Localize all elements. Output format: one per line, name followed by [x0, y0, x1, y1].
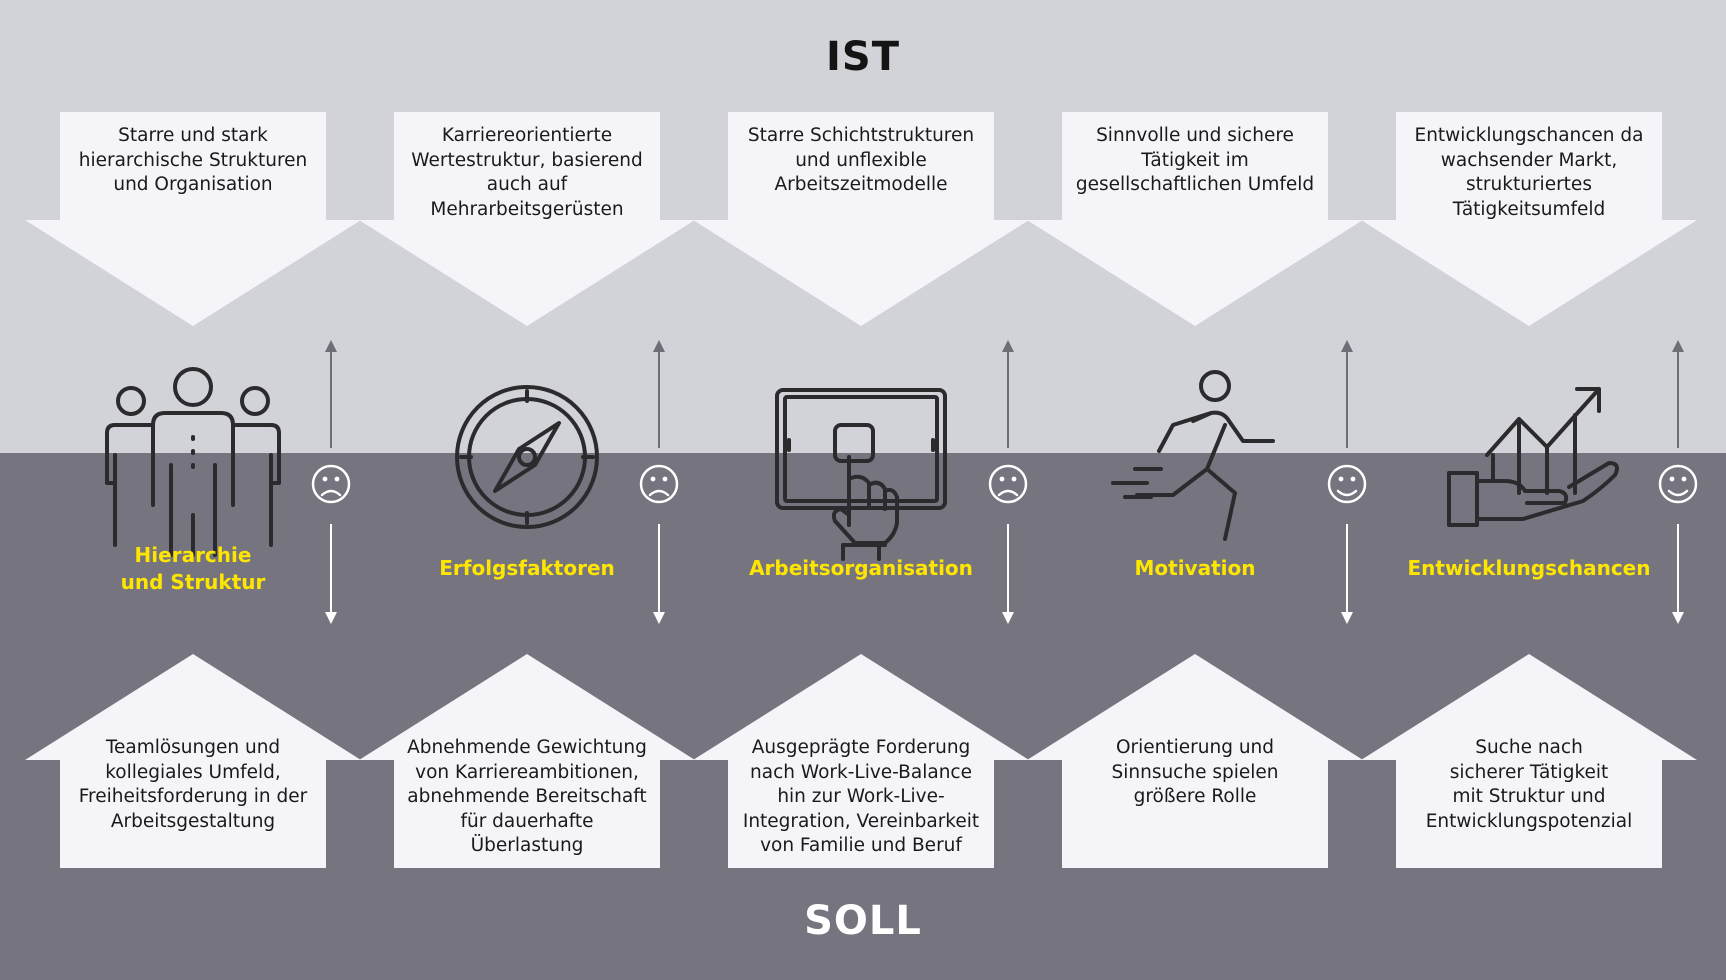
- soll-text: Teamlösungen und kollegiales Umfeld, Freih…: [61, 736, 325, 834]
- happy-face-icon: [1658, 464, 1698, 509]
- ist-text-line: Tätigkeit im: [1141, 149, 1249, 171]
- category-label: Entwicklungschancen: [1379, 555, 1679, 582]
- soll-text-line: von Karriereambitionen,: [415, 761, 639, 783]
- category-label-line: Arbeitsorganisation: [749, 556, 973, 580]
- soll-text-line: Entwicklungspotenzial: [1425, 810, 1633, 832]
- category-label-line: und Struktur: [120, 570, 266, 594]
- ist-text-line: Mehrarbeitsgerüsten: [430, 198, 624, 220]
- happy-face-icon: [1327, 464, 1367, 509]
- soll-text-line: für dauerhafte: [460, 810, 594, 832]
- ist-text-line: wachsender Markt,: [1440, 149, 1618, 171]
- soll-text-line: Integration, Vereinbarkeit: [742, 810, 980, 832]
- ist-soll-arrows: [653, 340, 665, 624]
- sad-face-icon: [988, 464, 1028, 509]
- soll-text-line: Teamlösungen und: [105, 737, 281, 758]
- ist-text-line: Starre Schichtstrukturen: [747, 125, 975, 146]
- growth-chart-hand-icon: [1447, 387, 1619, 527]
- soll-text-line: Arbeitsgestaltung: [110, 810, 276, 832]
- sad-face-icon: [311, 464, 351, 509]
- soll-text-line: Freiheitsforderung in der: [78, 786, 308, 807]
- category-label-line: Motivation: [1134, 556, 1256, 580]
- soll-text-line: Ausgeprägte Forderung: [751, 737, 971, 758]
- ist-text-line: und Organisation: [113, 174, 273, 195]
- category-label: Hierarchie und Struktur: [43, 542, 343, 596]
- ist-text-line: Tätigkeitsumfeld: [1452, 198, 1606, 220]
- soll-text-line: Überlastung: [470, 835, 584, 856]
- soll-text-line: größere Rolle: [1133, 786, 1257, 807]
- soll-text-line: Abnehmende Gewichtung: [407, 737, 647, 758]
- ist-text-line: auch auf: [486, 174, 568, 195]
- people-group-icon: [105, 367, 281, 557]
- ist-soll-arrows: [1002, 340, 1014, 624]
- ist-text: Entwicklungschancen da wachsender Markt, s…: [1397, 124, 1661, 222]
- ist-text-line: Karriereorientierte: [441, 125, 613, 146]
- soll-text-line: Suche nach: [1475, 737, 1583, 758]
- ist-soll-arrows: [1672, 340, 1684, 624]
- ist-text-line: Starre und stark: [118, 125, 268, 146]
- category-label-line: Entwicklungschancen: [1407, 556, 1651, 580]
- soll-heading: SOLL: [804, 898, 922, 944]
- soll-text-line: von Familie und Beruf: [760, 835, 962, 856]
- soll-text-line: nach Work-Live-Balance: [750, 761, 972, 783]
- compass-icon: [455, 385, 599, 529]
- ist-text-line: Entwicklungschancen da: [1414, 125, 1644, 146]
- category-label: Erfolgsfaktoren: [377, 555, 677, 582]
- ist-text-line: gesellschaftlichen Umfeld: [1075, 174, 1315, 195]
- ist-text-line: Wertestruktur, basierend: [411, 149, 643, 171]
- ist-text-line: strukturiertes: [1466, 174, 1592, 195]
- soll-text-line: abnehmende Bereitschaft: [407, 786, 647, 807]
- soll-text: Suche nach sicherer Tätigkeit mit Struktur…: [1397, 736, 1661, 834]
- soll-text-line: kollegiales Umfeld,: [105, 761, 281, 783]
- ist-heading: IST: [826, 34, 900, 80]
- category-label-line: Erfolgsfaktoren: [439, 556, 615, 580]
- ist-text-line: hierarchische Strukturen: [78, 149, 308, 171]
- soll-text-line: sicherer Tätigkeit: [1449, 761, 1609, 783]
- ist-text-line: Arbeitszeitmodelle: [774, 174, 948, 195]
- soll-text: Ausgeprägte Forderung nach Work-Live-Bala…: [729, 736, 993, 859]
- category-label-line: Hierarchie: [134, 543, 252, 567]
- soll-text-line: mit Struktur und: [1452, 786, 1606, 807]
- ist-text-line: und unflexible: [795, 149, 927, 171]
- running-person-icon: [1111, 370, 1275, 541]
- ist-text: Starre und stark hierarchische Strukturen…: [61, 124, 325, 198]
- ist-text-line: Sinnvolle und sichere: [1096, 125, 1294, 146]
- category-label: Motivation: [1045, 555, 1345, 582]
- category-label: Arbeitsorganisation: [711, 555, 1011, 582]
- sad-face-icon: [639, 464, 679, 509]
- soll-text-line: hin zur Work-Live-: [777, 786, 945, 807]
- tablet-touch-icon: [775, 388, 947, 561]
- ist-soll-arrows: [1341, 340, 1353, 624]
- soll-text-line: Orientierung und: [1115, 737, 1275, 758]
- soll-text-line: Sinnsuche spielen: [1111, 761, 1279, 783]
- ist-soll-arrows: [325, 340, 337, 624]
- soll-text: Abnehmende Gewichtung von Karriereambitio…: [395, 736, 659, 859]
